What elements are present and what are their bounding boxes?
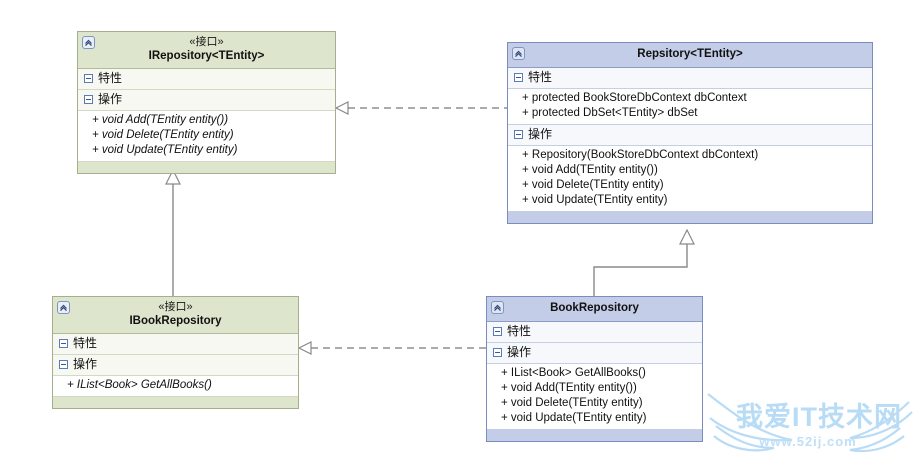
member-list-operations: + IList<Book> GetAllBooks() [53, 376, 298, 397]
member-item: + void Delete(TEntity entity) [501, 397, 643, 409]
node-title: IBookRepository [129, 315, 222, 327]
collapse-icon[interactable] [493, 348, 502, 357]
member-list-operations: + IList<Book> GetAllBooks() + void Add(T… [487, 364, 702, 430]
compartment-header-operations[interactable]: 操作 [487, 343, 702, 364]
member-item: + Repository(BookStoreDbContext dbContex… [522, 149, 759, 161]
member-item: + protected BookStoreDbContext dbContext [522, 92, 747, 104]
compartment-header-operations[interactable]: 操作 [78, 90, 335, 111]
connector-realization-bookrepository-to-ibookrepository [297, 341, 486, 355]
compartment-label: 操作 [507, 345, 532, 359]
collapse-icon[interactable] [514, 130, 523, 139]
node-footer [487, 430, 702, 441]
uml-node-bookrepository[interactable]: BookRepository 特性 操作 + IList<Book> GetAl… [486, 296, 703, 442]
member-list-operations: + void Add(TEntity entity()) + void Dele… [78, 111, 335, 162]
node-footer [78, 162, 335, 173]
collapse-icon[interactable] [59, 339, 68, 348]
node-header: «接口» IRepository<TEntity> [78, 32, 335, 69]
collapse-icon[interactable] [514, 73, 523, 82]
member-item: + void Update(TEntity entity) [522, 194, 668, 206]
member-item: + void Add(TEntity entity()) [522, 164, 658, 176]
collapse-all-icon[interactable] [491, 301, 504, 314]
node-header: BookRepository [487, 297, 702, 322]
member-list-attributes: + protected BookStoreDbContext dbContext… [508, 89, 872, 125]
node-title: Repsitory<TEntity> [637, 48, 743, 60]
member-item: + void Add(TEntity entity()) [92, 114, 229, 126]
compartment-label: 特性 [528, 70, 553, 84]
compartment-header-attributes[interactable]: 特性 [508, 68, 872, 89]
compartment-label: 操作 [73, 357, 98, 371]
compartment-label: 操作 [528, 127, 553, 141]
collapse-icon[interactable] [493, 327, 502, 336]
node-stereotype: «接口» [158, 301, 193, 313]
watermark-text: 我爱IT技术网 [736, 402, 902, 432]
node-header: «接口» IBookRepository [53, 297, 298, 334]
member-item: + IList<Book> GetAllBooks() [501, 367, 646, 379]
member-item: + IList<Book> GetAllBooks() [67, 379, 212, 391]
compartment-header-attributes[interactable]: 特性 [53, 334, 298, 355]
watermark: 我爱IT技术网 www.52ij.com [700, 382, 917, 471]
collapse-all-icon[interactable] [82, 36, 95, 49]
member-item: + protected DbSet<TEntity> dbSet [522, 107, 698, 119]
node-footer [53, 397, 298, 408]
node-footer [508, 212, 872, 223]
uml-node-ibookrepository[interactable]: «接口» IBookRepository 特性 操作 + IList<Book>… [52, 296, 299, 409]
connector-realization-repository-to-irepository [334, 101, 507, 115]
compartment-header-attributes[interactable]: 特性 [487, 322, 702, 343]
collapse-all-icon[interactable] [57, 301, 70, 314]
compartment-label: 特性 [507, 324, 532, 338]
collapse-icon[interactable] [59, 360, 68, 369]
collapse-icon[interactable] [84, 74, 93, 83]
member-list-operations: + Repository(BookStoreDbContext dbContex… [508, 146, 872, 212]
node-title: IRepository<TEntity> [148, 50, 265, 62]
compartment-header-operations[interactable]: 操作 [53, 355, 298, 376]
member-item: + void Update(TEntity entity) [501, 412, 647, 424]
compartment-label: 特性 [98, 71, 123, 85]
node-stereotype: «接口» [189, 36, 224, 48]
compartment-label: 特性 [73, 336, 98, 350]
watermark-wings-icon [707, 393, 913, 453]
collapse-all-icon[interactable] [512, 47, 525, 60]
uml-node-irepository[interactable]: «接口» IRepository<TEntity> 特性 操作 + void A… [77, 31, 336, 174]
connector-generalization-ibookrepository-to-irepository [165, 168, 181, 296]
collapse-icon[interactable] [84, 95, 93, 104]
member-item: + void Add(TEntity entity()) [501, 382, 637, 394]
member-item: + void Delete(TEntity entity) [522, 179, 664, 191]
member-item: + void Update(TEntity entity) [92, 144, 238, 156]
watermark-url: www.52ij.com [759, 434, 857, 449]
uml-node-repository[interactable]: Repsitory<TEntity> 特性 + protected BookSt… [507, 42, 873, 224]
connector-generalization-bookrepository-to-repository [593, 228, 695, 296]
compartment-header-operations[interactable]: 操作 [508, 125, 872, 146]
compartment-label: 操作 [98, 92, 123, 106]
node-title: BookRepository [550, 302, 639, 314]
compartment-header-attributes[interactable]: 特性 [78, 69, 335, 90]
node-header: Repsitory<TEntity> [508, 43, 872, 68]
member-item: + void Delete(TEntity entity) [92, 129, 234, 141]
